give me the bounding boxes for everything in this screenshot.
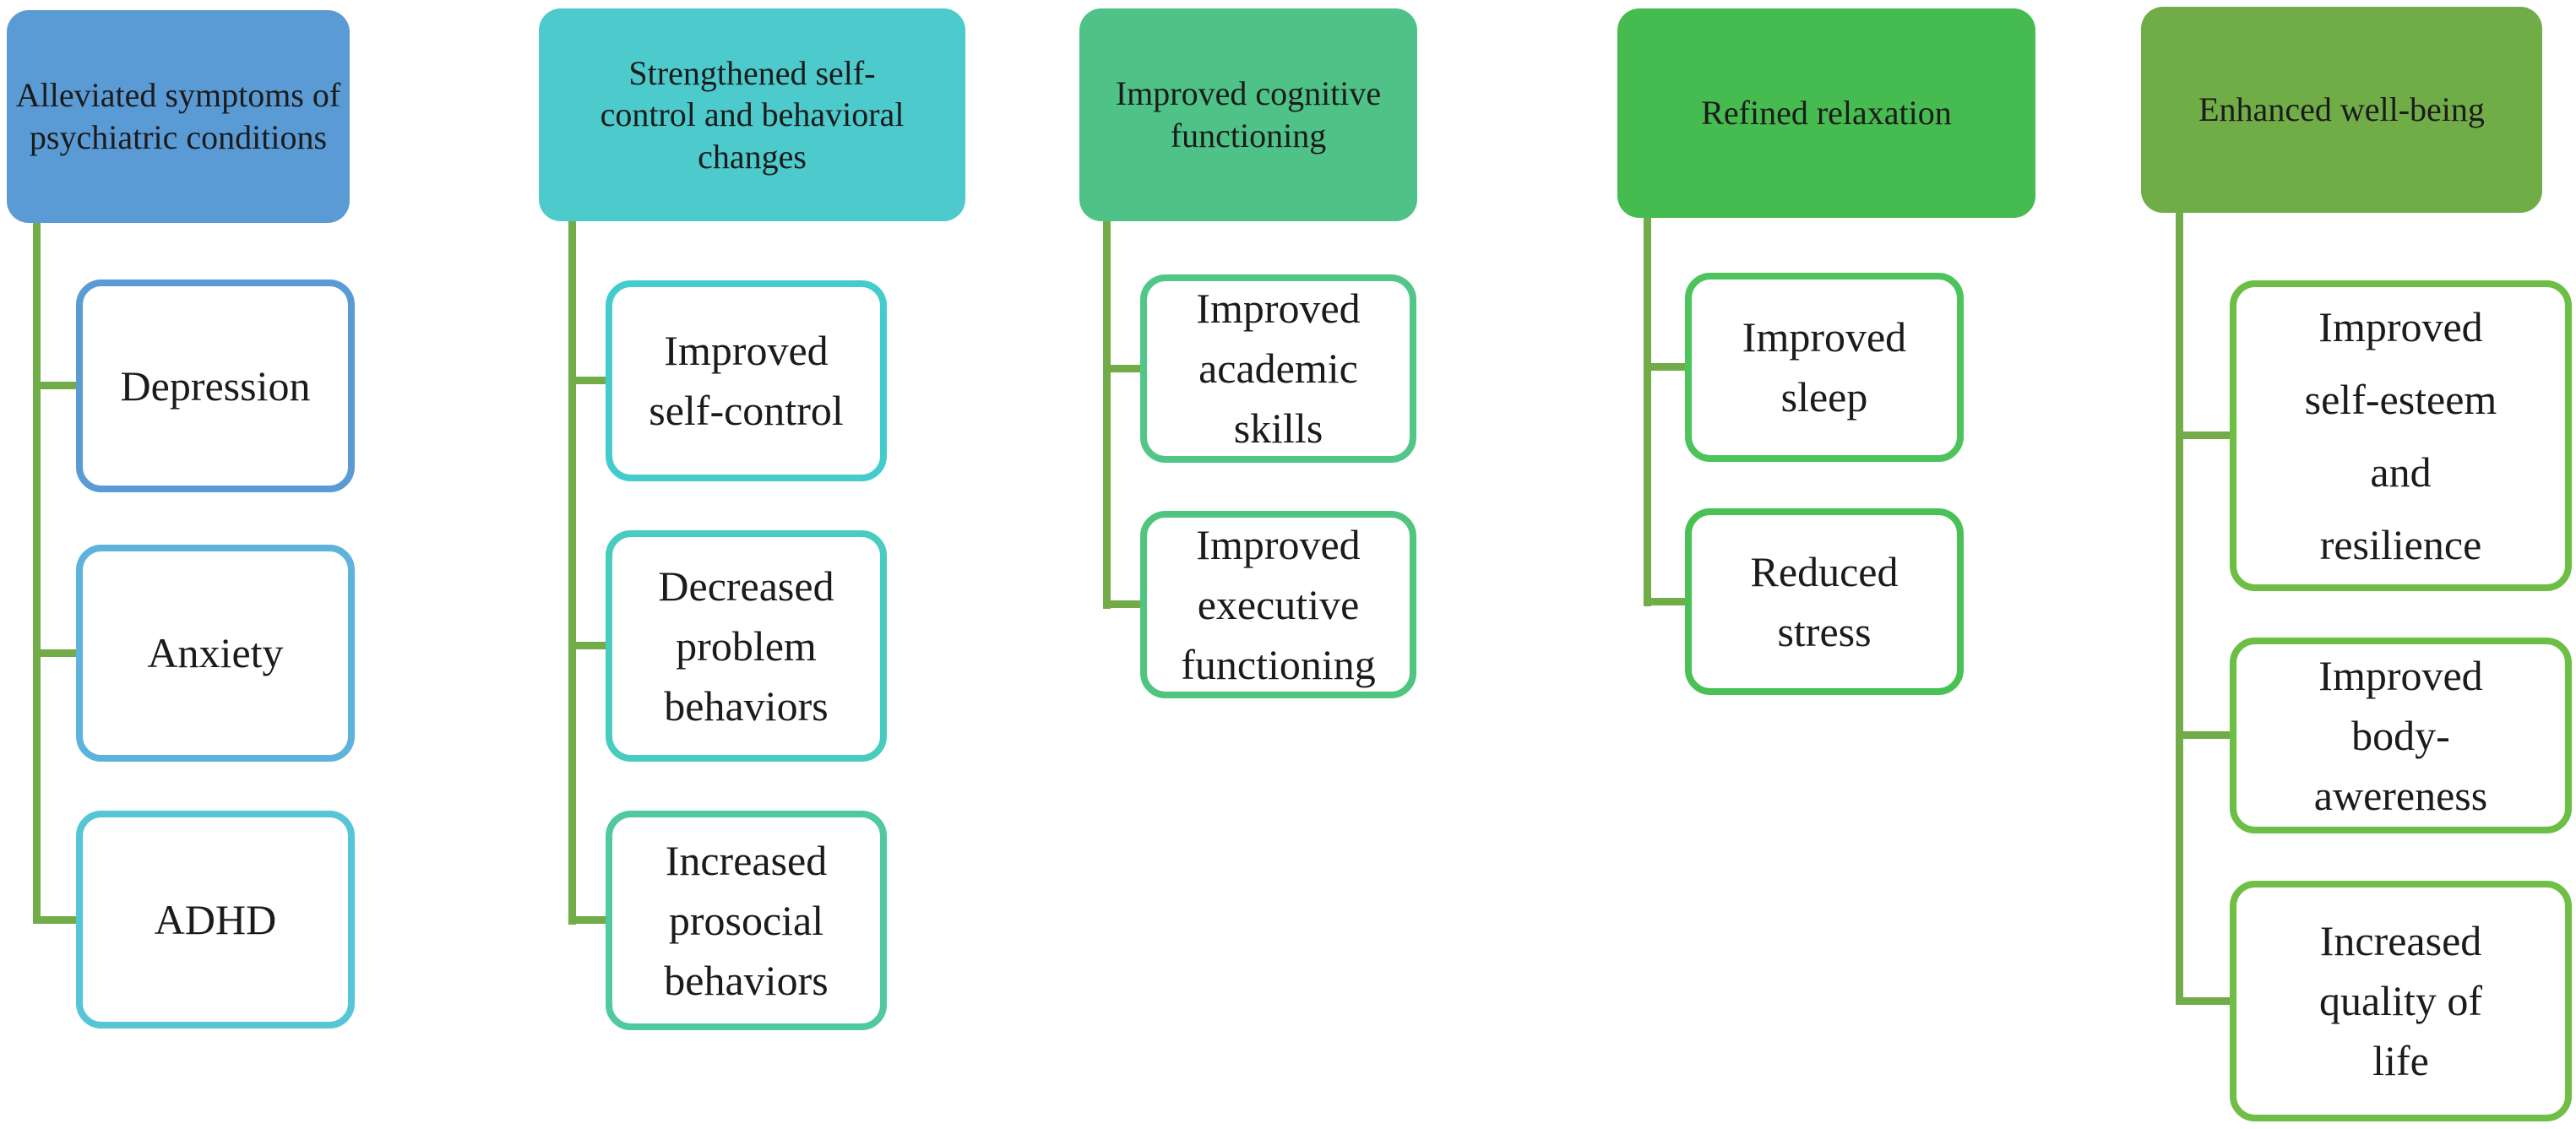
connector-vertical-line [2176,213,2183,1005]
connector-branch-line [2176,997,2233,1005]
category-title: Refined relaxation [1701,94,1952,133]
outcome-box-quality-of-life: Increased quality of life [2230,881,2572,1121]
outcome-box-decreased-problem-behaviors: Decreased problem behaviors [606,530,887,762]
outcome-box-adhd: ADHD [76,811,355,1029]
connector-vertical-line [568,221,576,925]
outcome-box-depression: Depression [76,280,355,492]
outcome-box-improved-sleep: Improved sleep [1685,273,1964,462]
connector-branch-line [33,382,79,389]
outcome-label: Improved academic skills [1196,285,1361,452]
connector-branch-line [33,916,79,924]
category-header-self-control: Strengthened self- control and behaviora… [539,8,965,221]
outcome-label: Depression [120,361,311,410]
outcome-box-self-esteem-resilience: Improved self-esteem and resilience [2230,280,2572,591]
connector-vertical-line [1103,221,1111,609]
outcome-label: Improved self-control [649,327,844,434]
category-header-cognitive: Improved cognitive functioning [1079,8,1417,221]
outcome-label: Decreased problem behaviors [658,562,834,730]
outcome-label: Improved executive functioning [1181,520,1376,688]
connector-branch-line [1103,600,1144,608]
outcome-label: ADHD [154,895,277,943]
outcome-box-anxiety: Anxiety [76,545,355,762]
outcome-box-academic-skills: Improved academic skills [1140,274,1416,463]
connector-branch-line [2176,731,2233,739]
connector-branch-line [1644,598,1688,605]
category-title: Enhanced well-being [2198,90,2485,129]
outcome-label: Anxiety [147,629,284,676]
outcome-box-body-awareness: Improved body- awereness [2230,638,2572,833]
connector-branch-line [1644,363,1688,371]
connector-branch-line [33,649,79,657]
outcome-box-improved-self-control: Improved self-control [606,280,887,481]
outcome-label: Increased quality of life [2318,917,2483,1084]
connector-branch-line [2176,432,2233,439]
category-header-well-being: Enhanced well-being [2141,7,2542,213]
category-title: Strengthened self- control and behaviora… [600,53,905,176]
category-header-psychiatric: Alleviated symptoms of psychiatric condi… [7,10,350,223]
outcome-label: Improved sleep [1742,313,1907,421]
connector-branch-line [568,642,609,649]
connector-branch-line [1103,365,1144,372]
outcome-label: Reduced stress [1750,547,1899,655]
category-title: Alleviated symptoms of psychiatric condi… [15,76,341,156]
connector-vertical-line [33,223,41,924]
category-header-relaxation: Refined relaxation [1617,8,2035,218]
outcome-label: Increased prosocial behaviors [664,836,829,1004]
outcome-box-reduced-stress: Reduced stress [1685,508,1964,695]
connector-branch-line [568,916,609,924]
connector-vertical-line [1644,218,1651,606]
outcome-label: Improved body- awereness [2313,651,2488,819]
outcome-label: Improved self-esteem and resilience [2304,303,2497,568]
category-title: Improved cognitive functioning [1115,74,1382,155]
outcome-box-executive-functioning: Improved executive functioning [1140,511,1416,698]
connector-branch-line [568,377,609,384]
outcome-box-increased-prosocial-behaviors: Increased prosocial behaviors [606,811,887,1030]
